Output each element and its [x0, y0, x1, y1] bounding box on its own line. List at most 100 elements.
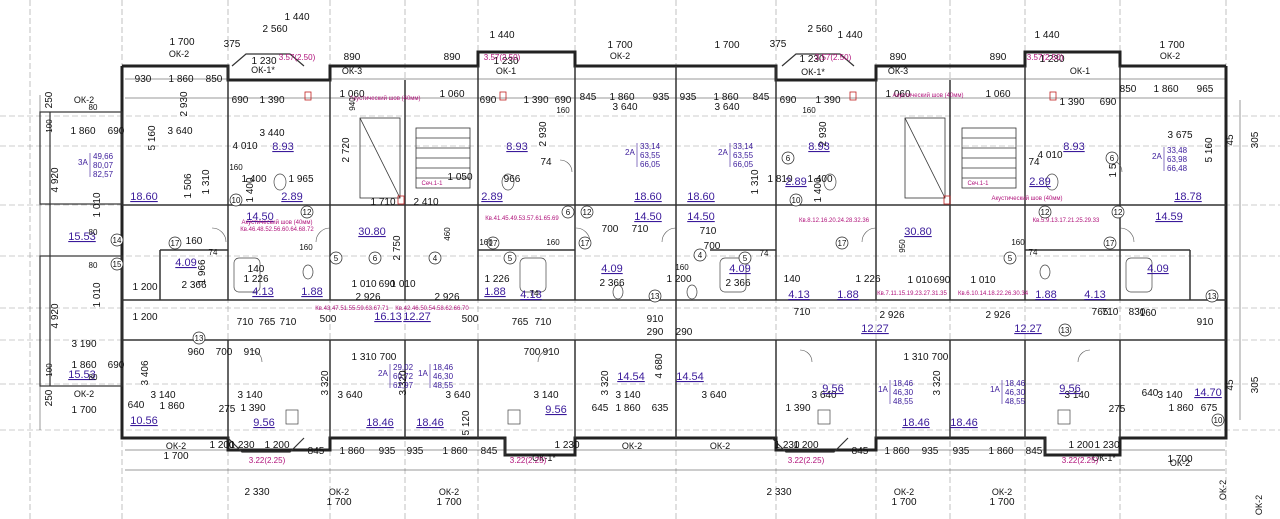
element-mark-m21: 12	[1038, 205, 1052, 219]
dim-d104: 1 230	[554, 440, 579, 451]
room-area-r22: 4.13	[252, 286, 273, 298]
element-mark-m11: 13	[648, 289, 662, 303]
dim-d40: 3 190	[71, 339, 96, 350]
dim-d170: 1 200	[666, 274, 691, 285]
apartment-area: 60,72	[393, 372, 414, 381]
dim-d49: 1 200	[132, 282, 157, 293]
dim-d109: 845	[308, 446, 325, 457]
mark-number: 17	[489, 239, 498, 248]
dim-d141: 1 310	[750, 169, 761, 194]
dim-d94: 1 860	[615, 403, 640, 414]
balcony-area-b1: 3.57(2.50)	[279, 53, 316, 62]
note-n9: Кв.43.47.51.55.59.63.67.71	[315, 306, 389, 312]
dim-d98: 675	[1201, 403, 1218, 414]
room-area-r45: 18.46	[902, 417, 930, 429]
element-mark-m10: 17	[486, 236, 500, 250]
window-mark-w4: ОК-1	[496, 66, 516, 76]
apartment-area: 49,66	[93, 152, 114, 161]
top-dim-t14: 890	[890, 52, 907, 63]
dim-d10: 690	[555, 95, 572, 106]
dim-d18: 1 390	[815, 95, 840, 106]
mark-number: 5	[334, 254, 339, 263]
room-area-r14: 8.93	[808, 141, 829, 153]
mark-circle	[1003, 251, 1017, 265]
annotation-notes: Акустический шов (40мм)Акустический шов …	[240, 92, 1100, 312]
dim-d3: 850	[206, 74, 223, 85]
side-window-mark-x1: ОК-2	[1254, 495, 1264, 515]
element-mark-m13: 6	[561, 205, 575, 219]
dim-d174: 700	[602, 224, 619, 235]
mark-number: 4	[433, 254, 438, 263]
small-dim-s7: 80	[89, 261, 98, 270]
dim-d16: 845	[753, 92, 770, 103]
mark-circle	[789, 193, 803, 207]
element-mark-m8: 13	[192, 331, 206, 345]
room-area-r48: 14.70	[1194, 387, 1222, 399]
balcony-area-b6: 3.22(2.25)	[510, 456, 547, 465]
top-dim-t13: 1 230	[493, 56, 518, 67]
mark-circle	[503, 251, 517, 265]
dim-d82: 3 640	[337, 390, 362, 401]
small-dim-s2: 74	[530, 289, 539, 298]
window-mark-w3: ОК-3	[342, 66, 362, 76]
dim-d21: 1 390	[1059, 97, 1084, 108]
room-area-r41: 9.56	[545, 404, 566, 416]
note-n1: Акустический шов (40мм)	[349, 95, 420, 102]
mark-number: 6	[373, 254, 378, 263]
dim-d2: 1 860	[168, 74, 193, 85]
window-mark-w9: ОК-2	[1160, 51, 1180, 61]
room-area-r31: 1.88	[837, 289, 858, 301]
note-n12: Кв.6.10.14.18.22.26.30.34	[958, 291, 1029, 297]
dim-d62: 765	[259, 317, 276, 328]
mark-circle	[835, 236, 849, 250]
room-area-r26: 1.88	[484, 286, 505, 298]
top-dim-t19: 375	[224, 39, 241, 50]
room-area-r28: 4.09	[601, 263, 622, 275]
mark-circle	[110, 257, 124, 271]
dim-d71: 500	[462, 314, 479, 325]
dim-d156: 1 226	[855, 274, 880, 285]
apartment-area: 18,46	[893, 379, 914, 388]
dim-d180: 1 810	[767, 174, 792, 185]
mark-number: 15	[113, 260, 122, 269]
dim-d93: 645	[592, 403, 609, 414]
top-dim-t6: 1 440	[837, 30, 862, 41]
dim-d68: 710	[1102, 307, 1119, 318]
top-dim-t12: 890	[444, 52, 461, 63]
mark-circle	[229, 193, 243, 207]
dim-d175: 4 010	[232, 141, 257, 152]
apartment-area: 46,30	[433, 372, 454, 381]
apartment-area: 82,57	[93, 170, 114, 179]
dim-d53: 2 926	[879, 310, 904, 321]
dim-d161: 960	[188, 347, 205, 358]
dim-d70: 500	[320, 314, 337, 325]
dim-d8: 690	[480, 95, 497, 106]
mark-circle	[1058, 323, 1072, 337]
apartment-labels: 3А49,6680,0782,572А33,1463,5566,052А33,1…	[78, 142, 1188, 406]
dim-d105: 1 230	[774, 440, 799, 451]
dim-d79: 3 320	[932, 370, 943, 395]
dim-d66: 710	[794, 307, 811, 318]
dim-d133: 910	[1197, 317, 1214, 328]
dim-d72: 1 310	[351, 352, 376, 363]
room-area-r16: 30.80	[904, 226, 932, 238]
dim-d11: 845	[580, 92, 597, 103]
dim-d151: 2 366	[181, 280, 206, 291]
mark-number: 12	[583, 208, 592, 217]
dim-d47: 1 010	[92, 192, 103, 217]
dim-d173: 710	[632, 224, 649, 235]
dim-d95: 635	[652, 403, 669, 414]
balcony-area-b5: 3.22(2.25)	[249, 456, 286, 465]
dim-d150: 1 966	[197, 259, 208, 284]
window-mark-w2: ОК-1*	[251, 65, 275, 75]
mark-circle	[561, 205, 575, 219]
mark-circle	[192, 331, 206, 345]
apartment-type: 1А	[990, 385, 1000, 394]
dim-d100: 5 120	[461, 410, 472, 435]
dim-d19: 1 060	[885, 89, 910, 100]
dim-d50: 1 200	[132, 312, 157, 323]
dim-d162: 700	[216, 347, 233, 358]
dim-d177: 1 965	[288, 174, 313, 185]
mark-circle	[1105, 151, 1119, 165]
